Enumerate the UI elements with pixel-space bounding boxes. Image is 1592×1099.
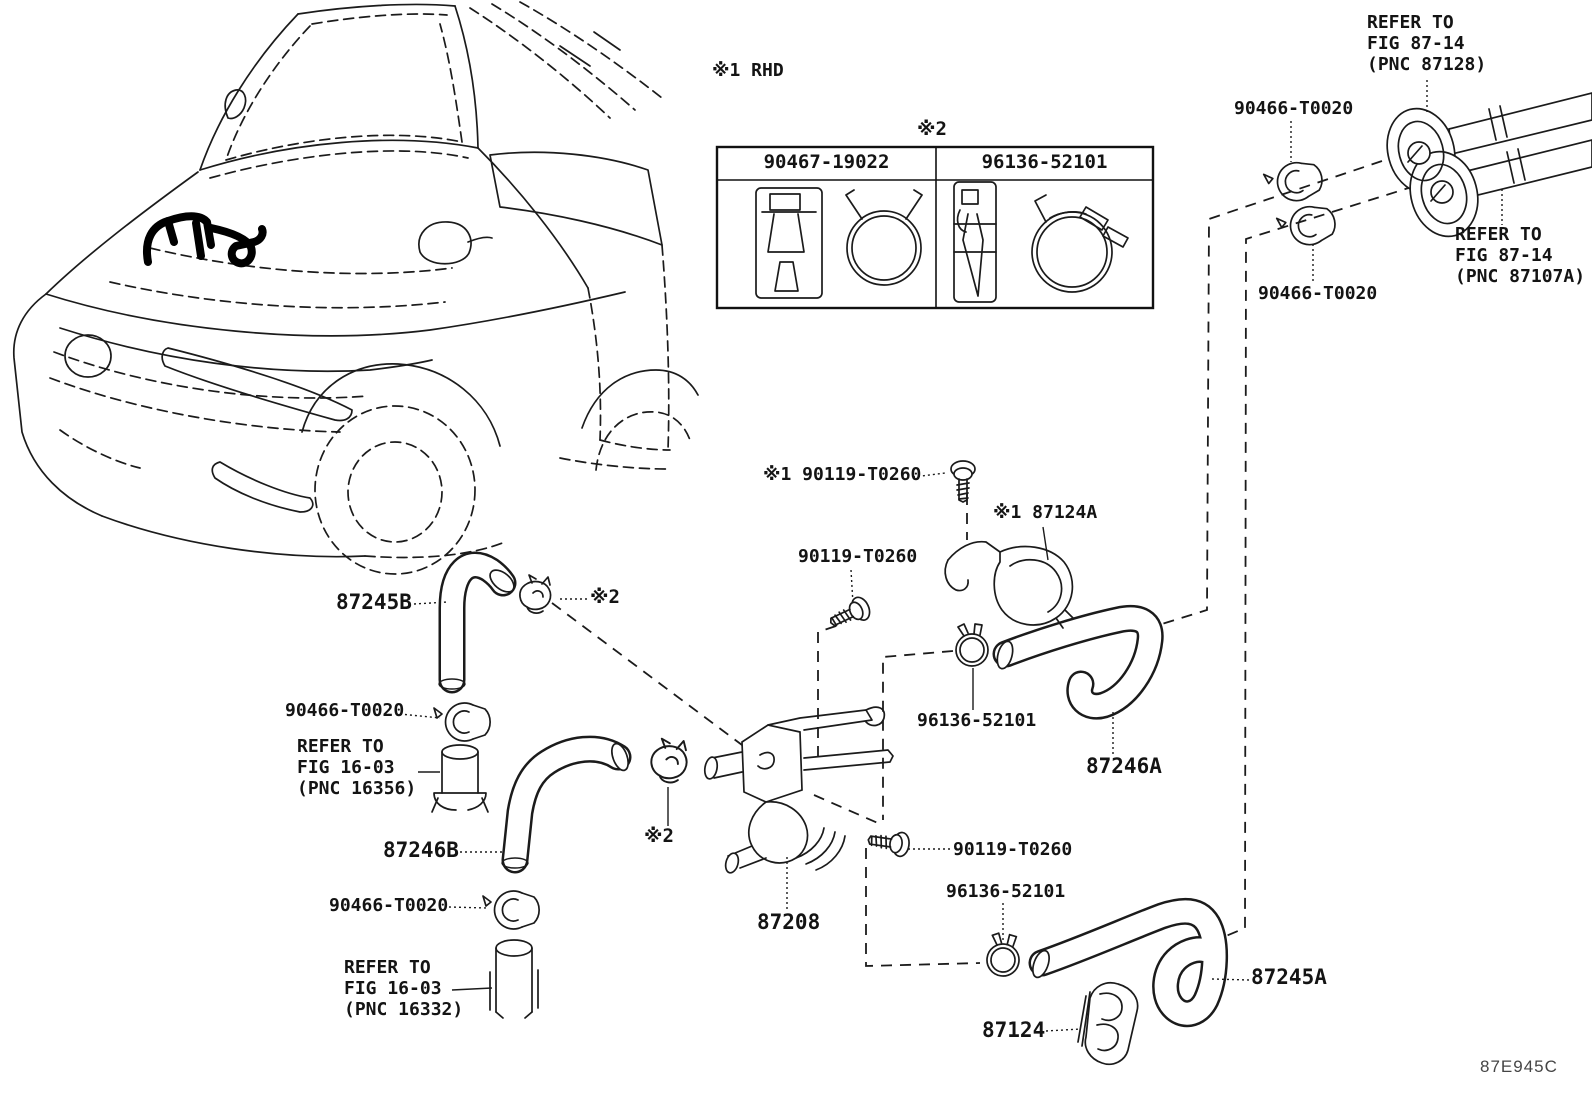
assembly-dashed-lines xyxy=(551,154,1416,967)
hose-87246A-drawing xyxy=(992,604,1164,720)
table-header-96136: 96136-52101 xyxy=(981,151,1108,173)
clip-ref2-lower xyxy=(650,737,688,784)
label-bolt-lower: 90119-T0260 xyxy=(953,839,1073,860)
bolt-90119-top xyxy=(950,460,976,503)
clamp-87124A-drawing xyxy=(944,540,1074,629)
figure-code: 87E945C xyxy=(1480,1057,1558,1076)
label-87124a: ※1 87124A xyxy=(993,502,1098,523)
refer-fig16-03-16332: REFER TO FIG 16-03 (PNC 16332) xyxy=(344,957,464,1020)
clamp-art-90467 xyxy=(755,187,923,299)
refer-fig87-14-87107a: REFER TO FIG 87-14 (PNC 87107A) xyxy=(1455,224,1586,287)
rhd-note: ※1 RHD xyxy=(712,60,784,81)
table-header-90467: 90467-19022 xyxy=(763,151,890,173)
clip-90466-left-lower xyxy=(482,890,540,930)
clip-ref2-upper xyxy=(519,574,552,614)
label-bolt-mid: 90119-T0260 xyxy=(798,546,918,567)
label-90466-top-right-upper: 90466-T0020 xyxy=(1234,98,1354,119)
label-96136-mid: 96136-52101 xyxy=(917,710,1037,731)
vehicle-illustration xyxy=(12,1,699,575)
hose-location-highlight xyxy=(143,212,267,268)
label-90466-left-upper: 90466-T0020 xyxy=(285,700,405,721)
label-96136-bottom: 96136-52101 xyxy=(946,881,1066,902)
clamp-art-96136 xyxy=(953,181,1129,303)
label-87246a: 87246A xyxy=(1086,754,1162,778)
hose-87246B-drawing xyxy=(501,735,632,874)
clip-90466-top-right-upper xyxy=(1261,156,1327,208)
grommet-87124-drawing xyxy=(1077,981,1139,1066)
label-87246b: 87246B xyxy=(383,838,459,862)
spring-clamp-96136-mid xyxy=(955,623,989,667)
label-bolt-top: ※1 90119-T0260 xyxy=(763,464,922,485)
label-90466-left-lower: 90466-T0020 xyxy=(329,895,449,916)
refer-fig16-03-16356: REFER TO FIG 16-03 (PNC 16356) xyxy=(297,736,417,799)
callout-leader-lines xyxy=(399,80,1503,1032)
label-87245b: 87245B xyxy=(336,590,412,614)
label-87124: 87124 xyxy=(982,1018,1046,1042)
hose-87245A-drawing xyxy=(1028,897,1229,1028)
table-ref-note: ※2 xyxy=(917,118,947,140)
bolt-90119-lower xyxy=(865,827,912,859)
clamp-reference-table xyxy=(715,145,1155,310)
label-90466-top-right-lower: 90466-T0020 xyxy=(1258,283,1378,304)
refer-fig87-14-87128: REFER TO FIG 87-14 (PNC 87128) xyxy=(1367,12,1487,75)
water-pipe-16332-drawing xyxy=(489,939,539,1019)
water-pipe-16356-drawing xyxy=(431,744,489,813)
label-ref2-lower: ※2 xyxy=(644,825,674,847)
label-ref2-upper: ※2 xyxy=(590,586,620,608)
label-87208: 87208 xyxy=(757,910,821,934)
valve-87208-drawing xyxy=(703,706,894,874)
hose-87245B-drawing xyxy=(438,551,517,694)
clip-90466-left-upper xyxy=(433,702,491,742)
heater-union-assembly xyxy=(1386,92,1592,238)
label-87245a: 87245A xyxy=(1251,965,1327,989)
